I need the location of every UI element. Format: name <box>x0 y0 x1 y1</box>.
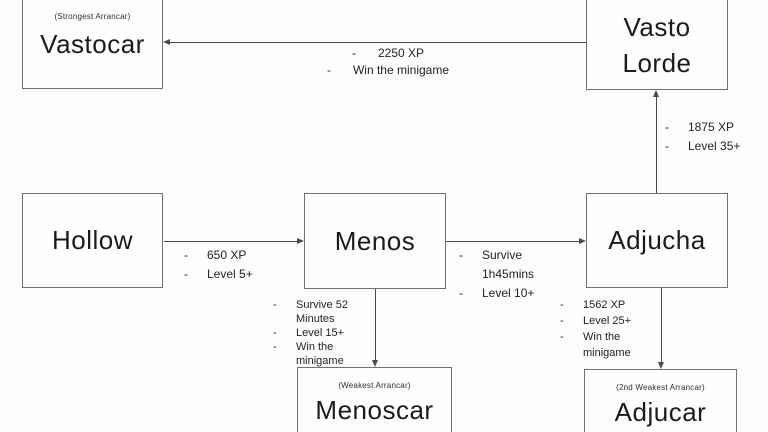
requirement-text: Level 35+ <box>688 139 741 153</box>
requirement-item: - Survive 1h45mins <box>459 246 534 284</box>
requirement-item: - 1875 XP <box>665 118 740 137</box>
requirement-item: - Level 15+ <box>273 326 348 340</box>
requirement-text: 2250 XP <box>377 46 425 60</box>
edge-adjucha-to-adjucar <box>661 288 662 363</box>
requirement-text: Survive 52 Minutes <box>296 299 348 325</box>
node-menos-title: Menos <box>334 225 416 256</box>
requirement-item: - Level 10+ <box>459 284 534 303</box>
arrowhead-into-adjucar-icon <box>658 362 664 369</box>
requirement-text: Level 15+ <box>296 327 345 339</box>
arrowhead-into-vasto-lorde-icon <box>653 90 659 97</box>
node-menos: Menos <box>304 193 446 289</box>
node-hollow: Hollow <box>22 193 163 288</box>
bullet-dash: - <box>273 341 277 353</box>
bullet-dash: - <box>184 267 188 281</box>
requirement-item: - Survive 52 Minutes <box>273 298 348 326</box>
bullet-dash: - <box>326 63 331 77</box>
edge-hollow-to-menos <box>164 241 298 242</box>
edge-vasto-lorde-to-vastocar <box>170 42 586 43</box>
requirement-text: 1562 XP <box>583 299 626 311</box>
edge-label-menos-to-menoscar: - Survive 52 Minutes - Level 15+ - Win t… <box>273 298 348 368</box>
edge-label-adjucha-to-vasto-lorde: - 1875 XP - Level 35+ <box>665 118 740 156</box>
requirement-item: - Win the minigame <box>560 329 631 361</box>
node-adjucar: (2nd Weakest Arrancar) Adjucar <box>584 369 737 432</box>
node-vastocar-subtitle: (Strongest Arrancar) <box>54 12 131 21</box>
edge-adjucha-to-vasto-lorde <box>656 97 657 193</box>
node-adjucha-title: Adjucha <box>608 225 706 255</box>
requirement-item: - Win the minigame <box>273 340 348 368</box>
node-menoscar: (Weakest Arrancar) Menoscar <box>297 367 452 432</box>
node-vastocar-title: Vastocar <box>40 29 145 59</box>
requirement-item: - Level 35+ <box>665 137 740 156</box>
edge-label-vasto-lorde-to-vastocar: - 2250 XP - Win the minigame <box>288 45 488 79</box>
bullet-dash: - <box>560 299 564 311</box>
bullet-dash: - <box>560 315 564 327</box>
bullet-dash: - <box>665 120 669 134</box>
requirement-item: - 1562 XP <box>560 297 631 313</box>
node-adjucha: Adjucha <box>586 193 728 288</box>
bullet-dash: - <box>665 139 669 153</box>
requirement-text: 1875 XP <box>688 120 735 134</box>
requirement-item: - Win the minigame <box>327 62 449 79</box>
bullet-dash: - <box>560 331 564 343</box>
requirement-text: Survive 1h45mins <box>482 248 535 281</box>
requirement-text: Win the minigame <box>296 341 344 367</box>
node-menoscar-subtitle: (Weakest Arrancar) <box>338 381 411 390</box>
requirement-text: Win the minigame <box>583 331 631 359</box>
node-adjucar-title: Adjucar <box>614 397 707 427</box>
requirement-text: Level 25+ <box>583 315 632 327</box>
bullet-dash: - <box>459 248 463 262</box>
bullet-dash: - <box>273 327 277 339</box>
node-hollow-title: Hollow <box>51 225 134 255</box>
arrowhead-into-menos-icon <box>297 238 304 244</box>
requirement-text: Level 10+ <box>482 286 535 300</box>
arrowhead-into-vastocar-icon <box>163 39 170 45</box>
edge-label-menos-to-adjucha: - Survive 1h45mins - Level 10+ <box>459 246 534 303</box>
bullet-dash: - <box>351 46 356 60</box>
edge-menos-to-menoscar <box>375 289 376 361</box>
requirement-text: Level 5+ <box>207 267 253 281</box>
requirement-text: 650 XP <box>207 248 247 262</box>
requirement-item: - Level 25+ <box>560 313 631 329</box>
edge-label-hollow-to-menos: - 650 XP - Level 5+ <box>184 246 253 284</box>
edge-menos-to-adjucha <box>446 241 580 242</box>
node-vastocar: (Strongest Arrancar) Vastocar <box>22 0 163 89</box>
requirement-item: - 2250 XP <box>352 45 424 62</box>
edge-label-adjucha-to-adjucar: - 1562 XP - Level 25+ - Win the minigame <box>560 297 631 361</box>
bullet-dash: - <box>273 299 277 311</box>
requirement-item: - 650 XP <box>184 246 253 265</box>
requirement-text: Win the minigame <box>352 63 450 77</box>
node-menoscar-title: Menoscar <box>315 395 434 425</box>
arrowhead-into-adjucha-icon <box>579 238 586 244</box>
arrowhead-into-menoscar-icon <box>372 360 378 367</box>
bullet-dash: - <box>184 248 188 262</box>
node-vasto-lorde-title: Vasto Lorde <box>622 12 692 78</box>
requirement-item: - Level 5+ <box>184 265 253 284</box>
node-vasto-lorde: Vasto Lorde <box>586 0 728 90</box>
bullet-dash: - <box>459 286 463 300</box>
node-adjucar-subtitle: (2nd Weakest Arrancar) <box>616 383 705 392</box>
